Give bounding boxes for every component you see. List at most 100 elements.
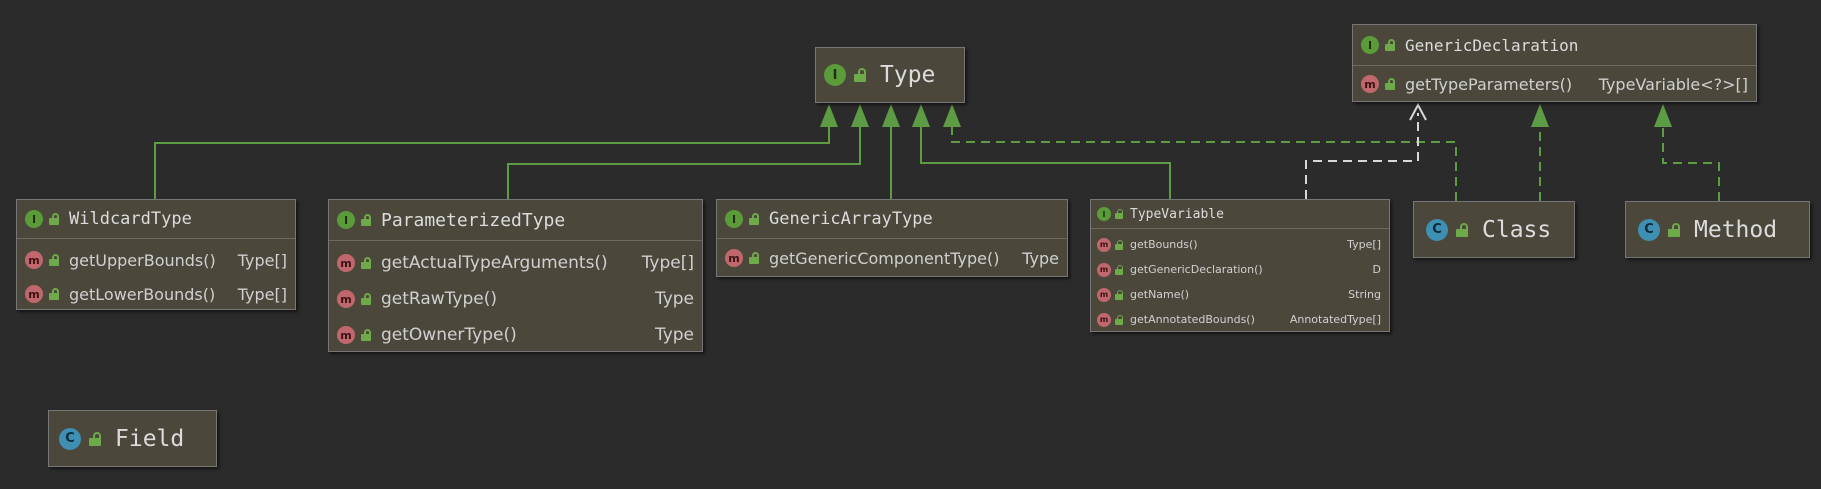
node-parameterized-type[interactable]: I ParameterizedType m getActualTypeArgum… xyxy=(328,199,703,352)
public-lock-icon xyxy=(1115,264,1123,275)
arrowhead-type-2 xyxy=(851,104,869,127)
method-icon: m xyxy=(1361,75,1379,93)
public-lock-icon xyxy=(854,68,866,82)
member-type: TypeVariable<?>[] xyxy=(1598,74,1748,94)
node-title: Field xyxy=(115,425,185,452)
arrowhead-type-4 xyxy=(912,104,930,127)
method-icon: m xyxy=(337,290,355,308)
node-title: TypeVariable xyxy=(1130,206,1224,222)
public-lock-icon xyxy=(1385,78,1395,90)
member-row[interactable]: m getBounds() Type[] xyxy=(1097,232,1381,257)
edge-typevariable-to-genericdeclaration xyxy=(1305,113,1419,199)
method-icon: m xyxy=(337,326,355,344)
member-name: getName() xyxy=(1130,288,1190,301)
interface-icon: I xyxy=(337,211,355,229)
node-title: GenericDeclaration xyxy=(1405,35,1579,55)
arrowhead-type-5 xyxy=(943,104,961,127)
public-lock-icon xyxy=(1385,39,1395,51)
member-name: getBounds() xyxy=(1130,238,1198,251)
public-lock-icon xyxy=(1115,314,1123,325)
public-lock-icon xyxy=(749,252,759,264)
member-name: getActualTypeArguments() xyxy=(381,253,608,273)
member-type: String xyxy=(1348,288,1381,301)
member-type: Type xyxy=(654,289,694,309)
method-icon: m xyxy=(1097,237,1111,252)
member-row[interactable]: m getActualTypeArguments() Type[] xyxy=(337,245,694,281)
public-lock-icon xyxy=(49,288,59,300)
member-row[interactable]: m getTypeParameters() TypeVariable<?>[] xyxy=(1361,68,1748,100)
node-generic-array-type[interactable]: I GenericArrayType m getGenericComponent… xyxy=(716,199,1068,277)
edge-class-to-type xyxy=(951,118,1457,201)
member-name: getOwnerType() xyxy=(381,325,517,345)
node-title: WildcardType xyxy=(69,209,192,229)
interface-icon: I xyxy=(824,64,846,86)
node-class[interactable]: C Class xyxy=(1413,201,1575,258)
interface-icon: I xyxy=(1097,207,1111,221)
member-row[interactable]: m getRawType() Type xyxy=(337,281,694,317)
node-type[interactable]: I Type xyxy=(815,47,965,103)
node-title: Method xyxy=(1694,216,1778,243)
public-lock-icon xyxy=(1115,209,1123,219)
member-type: Type xyxy=(654,325,694,345)
arrowhead-type-3 xyxy=(882,104,900,127)
member-row[interactable]: m getOwnerType() Type xyxy=(337,317,694,353)
node-title: GenericArrayType xyxy=(769,209,933,229)
node-field[interactable]: C Field xyxy=(48,410,217,467)
member-row[interactable]: m getLowerBounds() Type[] xyxy=(25,277,287,311)
method-icon: m xyxy=(25,251,43,269)
class-icon: C xyxy=(1426,218,1448,241)
public-lock-icon xyxy=(1115,289,1123,300)
member-name: getGenericComponentType() xyxy=(769,248,1000,268)
arrowhead-type-1 xyxy=(820,104,838,127)
member-type: Type xyxy=(1022,248,1059,268)
member-row[interactable]: m getUpperBounds() Type[] xyxy=(25,243,287,277)
arrowhead-genericdeclaration-class xyxy=(1531,104,1549,127)
node-type-variable[interactable]: I TypeVariable m getBounds() Type[] m ge… xyxy=(1090,199,1390,332)
edge-typevariable-to-type xyxy=(920,118,1171,199)
member-type: Type[] xyxy=(1347,238,1381,251)
interface-icon: I xyxy=(725,210,743,228)
public-lock-icon xyxy=(49,213,59,225)
node-title: Type xyxy=(880,62,936,88)
public-lock-icon xyxy=(361,293,371,305)
node-generic-declaration[interactable]: I GenericDeclaration m getTypeParameters… xyxy=(1352,24,1757,102)
node-title: ParameterizedType xyxy=(381,209,566,231)
interface-icon: I xyxy=(1361,36,1379,54)
public-lock-icon xyxy=(1456,222,1468,237)
member-name: getRawType() xyxy=(381,289,497,309)
edge-parameterizedtype-to-type xyxy=(507,118,861,199)
method-icon: m xyxy=(1097,262,1111,277)
method-icon: m xyxy=(337,254,355,272)
public-lock-icon xyxy=(361,214,371,226)
member-type: Type[] xyxy=(641,253,694,273)
arrowhead-open-genericdeclaration xyxy=(1409,102,1427,121)
node-wildcard-type[interactable]: I WildcardType m getUpperBounds() Type[]… xyxy=(16,199,296,310)
public-lock-icon xyxy=(1115,239,1123,250)
arrowhead-genericdeclaration-method xyxy=(1654,104,1672,127)
edge-wildcardtype-to-type xyxy=(154,118,830,199)
member-row[interactable]: m getGenericDeclaration() D xyxy=(1097,257,1381,282)
node-title: Class xyxy=(1482,216,1552,243)
method-icon: m xyxy=(1097,312,1111,327)
member-type: AnnotatedType[] xyxy=(1289,313,1381,326)
interface-icon: I xyxy=(25,210,43,228)
method-icon: m xyxy=(725,249,743,267)
member-type: D xyxy=(1372,263,1381,276)
node-method[interactable]: C Method xyxy=(1625,201,1810,258)
edge-method-to-genericdeclaration xyxy=(1662,118,1720,201)
public-lock-icon xyxy=(49,254,59,266)
member-row[interactable]: m getName() String xyxy=(1097,282,1381,307)
class-icon: C xyxy=(59,427,81,450)
member-row[interactable]: m getAnnotatedBounds() AnnotatedType[] xyxy=(1097,307,1381,332)
member-name: getGenericDeclaration() xyxy=(1130,263,1263,276)
member-name: getAnnotatedBounds() xyxy=(1130,313,1255,326)
member-name: getUpperBounds() xyxy=(69,250,216,270)
public-lock-icon xyxy=(361,329,371,341)
member-type: Type[] xyxy=(237,284,287,304)
member-type: Type[] xyxy=(237,250,287,270)
public-lock-icon xyxy=(749,213,759,225)
member-row[interactable]: m getGenericComponentType() Type xyxy=(725,242,1059,274)
method-icon: m xyxy=(25,285,43,303)
class-icon: C xyxy=(1638,218,1660,241)
method-icon: m xyxy=(1097,287,1111,302)
